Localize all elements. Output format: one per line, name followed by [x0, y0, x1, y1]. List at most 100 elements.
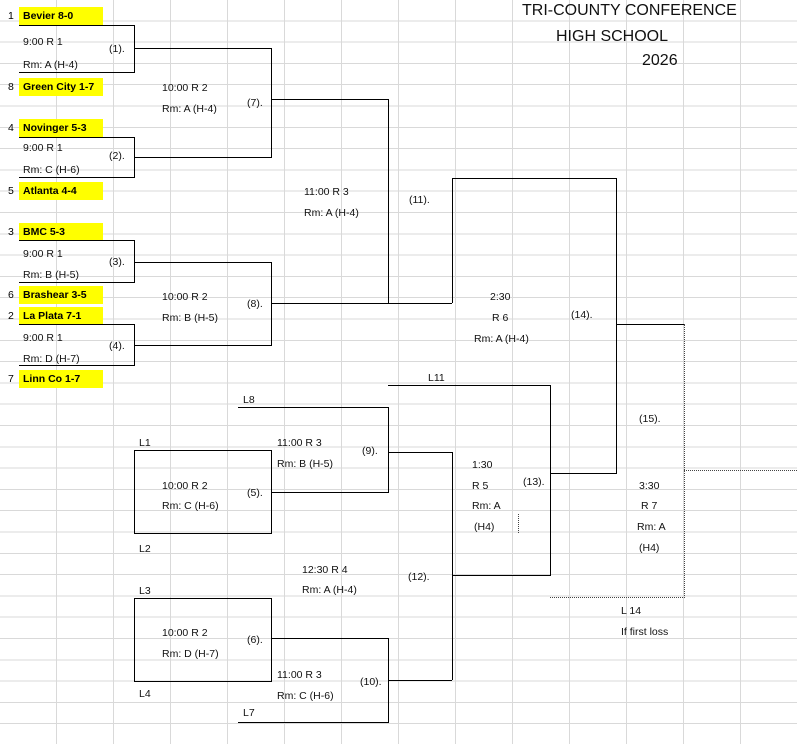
game8-time: 10:00 R 2: [162, 291, 208, 303]
bracket-line: [19, 137, 135, 138]
seed-1: 1: [8, 10, 14, 22]
bracket-line: [452, 452, 453, 680]
bracket-line: [271, 303, 452, 304]
bracket-line: [550, 597, 685, 598]
game3-time: 9:00 R 1: [23, 248, 63, 260]
title-line2: HIGH SCHOOL: [556, 28, 669, 45]
game12-room: Rm: A (H-4): [302, 584, 357, 596]
if-first-loss-note: If first loss: [621, 626, 669, 638]
bracket-line: [388, 99, 389, 303]
bracket-line: [388, 452, 452, 453]
bracket-line: [134, 450, 135, 533]
game13-number: (13).: [523, 476, 545, 488]
team-novinger[interactable]: Novinger 5-3: [19, 119, 103, 137]
game15-time: 3:30: [639, 480, 660, 492]
team-brashear[interactable]: Brashear 3-5: [19, 286, 103, 304]
bracket-line: [134, 598, 272, 599]
bracket-line: [134, 681, 272, 682]
team-bevier[interactable]: Bevier 8-0: [19, 7, 103, 25]
bracket-line: [134, 48, 272, 49]
game2-number: (2).: [109, 150, 125, 162]
team-green-city[interactable]: Green City 1-7: [19, 78, 103, 96]
seed-7: 7: [8, 373, 14, 385]
bracket-line: [616, 178, 617, 473]
loser-l11: L11: [428, 372, 445, 384]
game12-number: (12).: [408, 571, 430, 583]
bracket-line: [452, 575, 551, 576]
game14-time: 2:30: [490, 291, 511, 303]
game9-room: Rm: B (H-5): [277, 458, 333, 470]
game6-time: 10:00 R 2: [162, 627, 208, 639]
game1-time: 9:00 R 1: [23, 36, 63, 48]
bracket-line: [452, 178, 617, 179]
game3-room: Rm: B (H-5): [23, 269, 79, 281]
game14-room: Rm: A (H-4): [474, 333, 529, 345]
bracket-line: [388, 638, 389, 722]
game8-room: Rm: B (H-5): [162, 312, 218, 324]
game6-room: Rm: D (H-7): [162, 648, 219, 660]
game12-time: 12:30 R 4: [302, 564, 348, 576]
game6-number: (6).: [247, 634, 263, 646]
bracket-line: [271, 492, 389, 493]
game2-room: Rm: C (H-6): [23, 164, 80, 176]
bracket-line: [452, 178, 453, 303]
game9-time: 11:00 R 3: [277, 437, 322, 449]
loser-l8: L8: [243, 394, 255, 406]
seed-5: 5: [8, 185, 14, 197]
team-linn-co[interactable]: Linn Co 1-7: [19, 370, 103, 388]
game10-room: Rm: C (H-6): [277, 690, 334, 702]
bracket-line: [271, 99, 389, 100]
bracket-line: [388, 407, 389, 492]
bracket-line: [616, 324, 684, 325]
game15-room: Rm: A: [637, 521, 666, 533]
bracket-line: [271, 48, 272, 157]
bracket-line: [19, 365, 135, 366]
bracket-line: [388, 385, 551, 386]
game7-number: (7).: [247, 97, 263, 109]
seed-4: 4: [8, 122, 14, 134]
game14-round: R 6: [492, 312, 509, 324]
game1-number: (1).: [109, 43, 125, 55]
bracket-line: [684, 324, 685, 598]
game13-room: Rm: A: [472, 500, 501, 512]
seed-2: 2: [8, 310, 14, 322]
game15-round: R 7: [641, 500, 658, 512]
bracket-line: [134, 345, 272, 346]
loser-l2: L2: [139, 543, 151, 555]
game5-time: 10:00 R 2: [162, 480, 208, 492]
bracket-line: [271, 598, 272, 681]
bracket-line: [238, 407, 389, 408]
game10-number: (10).: [360, 676, 382, 688]
bracket-line: [550, 385, 551, 575]
bracket-line: [19, 282, 135, 283]
bracket-line: [134, 262, 272, 263]
bracket-line: [134, 598, 135, 681]
loser-l1: L1: [139, 437, 151, 449]
game7-room: Rm: A (H-4): [162, 103, 217, 115]
game13-room2: (H4): [474, 521, 495, 533]
bracket-line: [134, 240, 135, 282]
game4-room: Rm: D (H-7): [23, 353, 80, 365]
game1-room: Rm: A (H-4): [23, 59, 78, 71]
seed-6: 6: [8, 289, 14, 301]
loser-l14: L 14: [621, 605, 642, 617]
game13-round: R 5: [472, 480, 489, 492]
title-year: 2026: [642, 52, 678, 69]
game15-number: (15).: [639, 413, 661, 425]
bracket-line: [134, 450, 272, 451]
game3-number: (3).: [109, 256, 125, 268]
loser-l3: L3: [139, 585, 151, 597]
bracket-line: [134, 157, 272, 158]
bracket-line: [19, 240, 135, 241]
game5-number: (5).: [247, 487, 263, 499]
game7-time: 10:00 R 2: [162, 82, 208, 94]
seed-8: 8: [8, 81, 14, 93]
team-la-plata[interactable]: La Plata 7-1: [19, 307, 103, 325]
bracket-line: [19, 324, 135, 325]
team-bmc[interactable]: BMC 5-3: [19, 223, 103, 241]
team-atlanta[interactable]: Atlanta 4-4: [19, 182, 103, 200]
game11-time: 11:00 R 3: [304, 186, 349, 198]
game8-number: (8).: [247, 298, 263, 310]
title-line1: TRI-COUNTY CONFERENCE: [522, 2, 737, 19]
